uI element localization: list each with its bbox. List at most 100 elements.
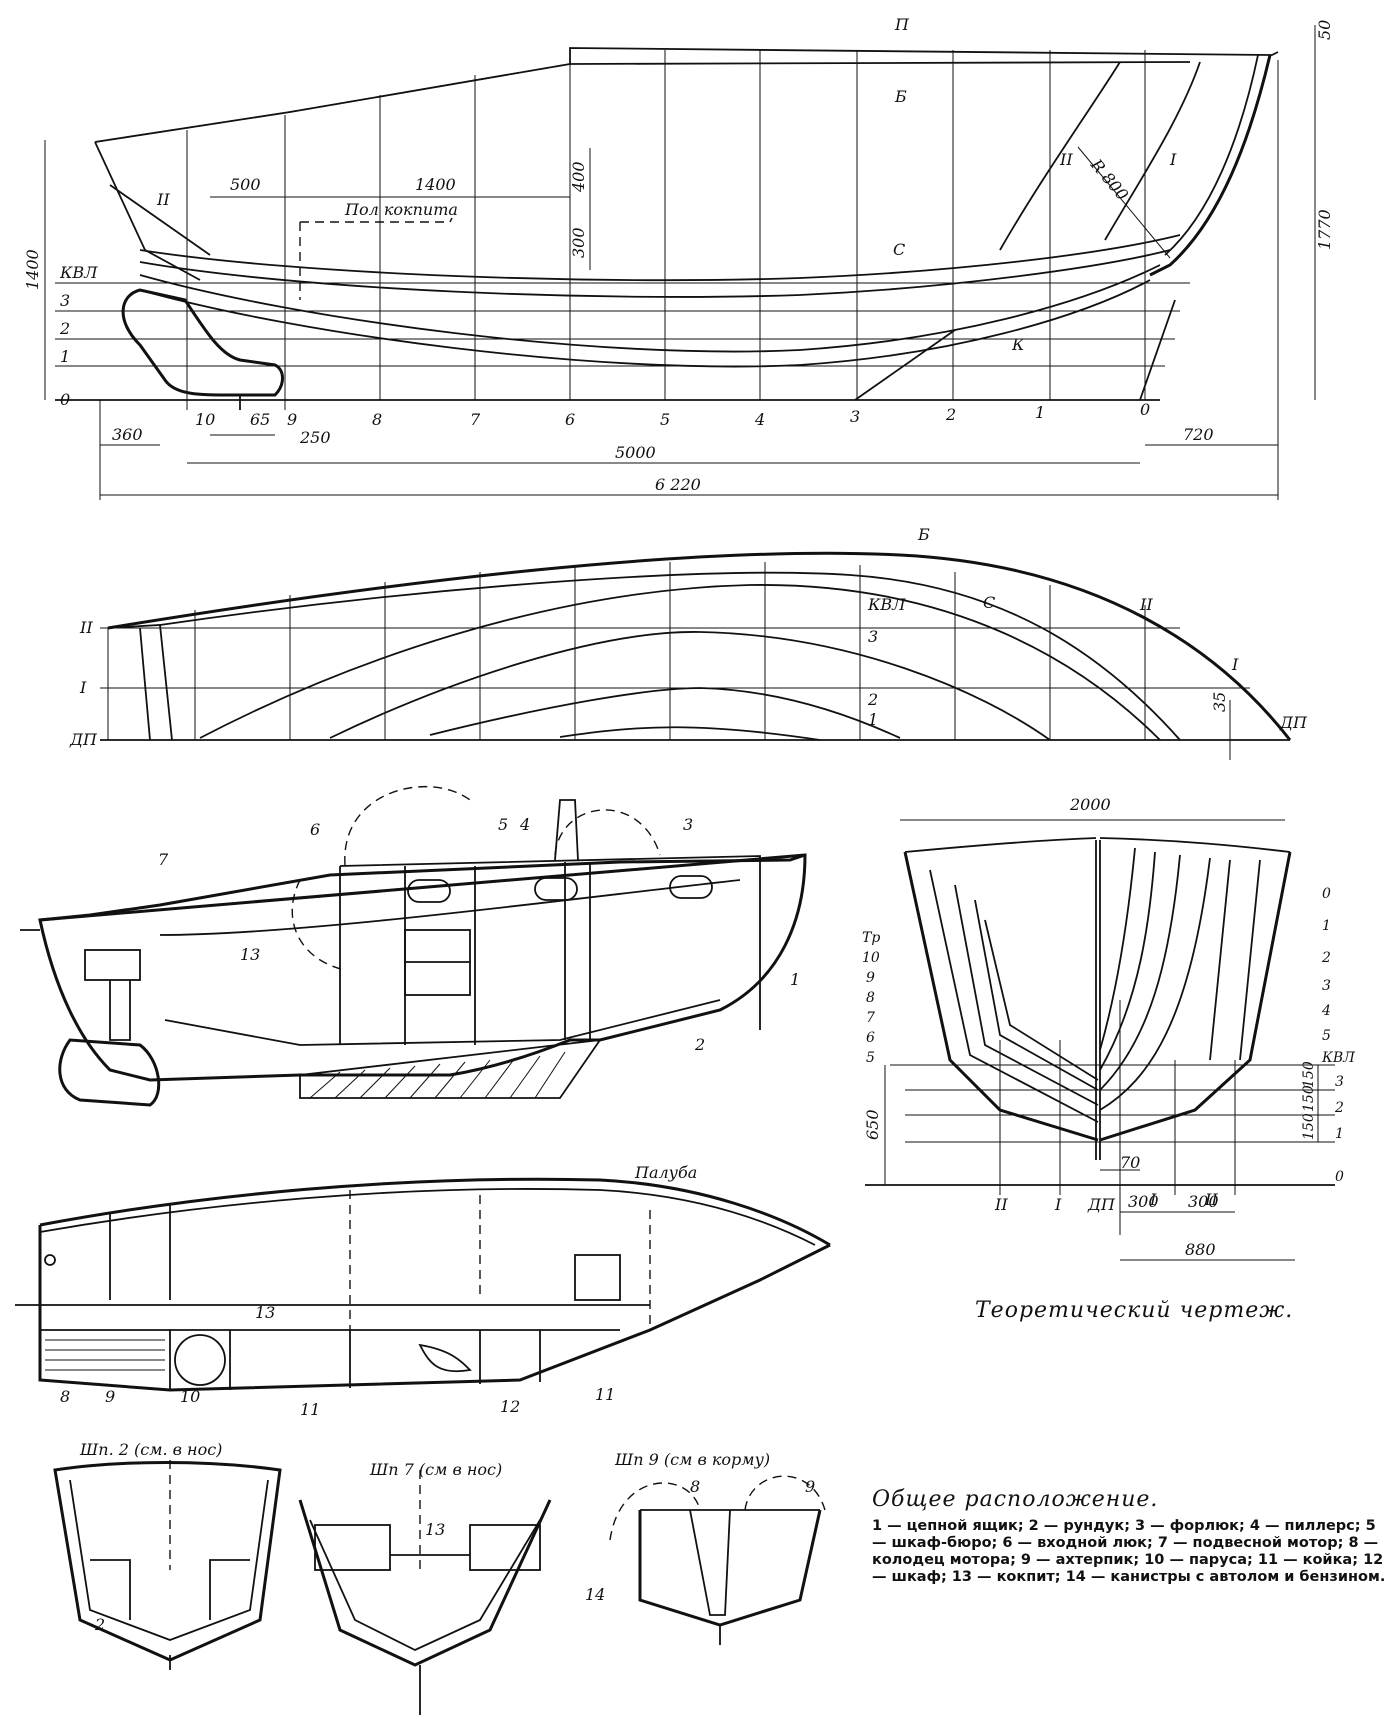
plan-i-left-label: I [79,678,87,697]
body-station-2: 2 [1321,950,1331,966]
plan-wl1-label: 1 [868,710,878,729]
arr-plan-13: 13 [255,1303,275,1322]
body-dim-2000: 2000 [1069,795,1111,814]
dim-500: 500 [230,175,261,194]
dim-65: 65 [250,410,270,429]
body-wl-2: 2 [1334,1100,1344,1116]
line-b-label: Б [894,87,907,106]
body-bottom-ii-left: II [994,1195,1008,1214]
section-frame-2 [53,1460,282,1670]
dim-6220: 6 220 [655,475,701,494]
section-7-title: Шп 7 (см в нос) [369,1460,502,1479]
wl-0-label: 0 [60,390,70,409]
section-9-title: Шп 9 (см в корму) [614,1450,770,1469]
arrangement-side-view [20,786,807,1107]
station-7-label: 7 [470,410,481,429]
station-2-label: 2 [945,405,956,424]
section-9-number-9: 9 [805,1477,815,1496]
arr-side-4: 4 [519,815,530,834]
waterlines [55,282,1190,401]
buttock-i-label: I [1169,150,1177,169]
dim-400: 400 [569,161,588,193]
station-3-label: 3 [850,407,860,426]
plan-wl3-label: 3 [868,627,878,646]
arr-plan-10: 10 [180,1387,200,1406]
wl-kvl-label: КВЛ [59,263,98,282]
body-station-5-right: 5 [1322,1028,1331,1044]
section-9-number-14: 14 [585,1585,605,1604]
section-7-number: 13 [425,1520,445,1539]
arr-plan-11a: 11 [300,1400,320,1419]
body-wl-0: 0 [1335,1169,1344,1185]
dim-1400: 1400 [415,175,456,194]
plan-i-right-label: I [1231,655,1239,674]
station-0-label: 0 [1140,400,1150,419]
arr-plan-11b: 11 [595,1385,615,1404]
dim-720: 720 [1183,425,1214,444]
section-2-title: Шп. 2 (см. в нос) [79,1440,222,1459]
body-station-5-left: 5 [866,1050,875,1066]
dim-50: 50 [1315,20,1334,40]
dim-360: 360 [112,425,143,444]
line-s-label: С [893,240,905,259]
wl-1-label: 1 [60,347,70,366]
body-station-3: 3 [1322,978,1331,994]
transom-ii-label: II [156,190,170,209]
station-10-label: 10 [195,410,215,429]
plan-s-label: С [983,593,995,612]
arr-side-1: 1 [790,970,800,989]
arr-side-6: 6 [310,820,320,839]
body-station-7: 7 [866,1010,875,1026]
cockpit-floor-label: Пол кокпита [344,200,458,219]
plan-dp-left-label: ДП [69,730,98,749]
body-bottom-ii-right: II [1204,1190,1218,1209]
body-dim-150b: 150 [1301,1085,1317,1112]
body-station-0: 0 [1322,886,1331,902]
arr-side-3: 3 [683,815,693,834]
station-8-label: 8 [372,410,382,429]
dim-5000: 5000 [615,443,656,462]
body-dim-150c: 150 [1301,1113,1317,1140]
body-wl-3: 3 [1335,1074,1344,1090]
plan-ii-right-label: II [1139,595,1153,614]
body-bottom-i-left: I [1054,1195,1062,1214]
body-station-1: 1 [1322,918,1331,934]
general-arrangement-caption: Общее расположение. [872,1487,1159,1512]
body-dim-70: 70 [1120,1153,1140,1172]
body-bottom-dp: ДП [1087,1195,1116,1214]
body-dim-650: 650 [863,1109,882,1140]
legend: 1 — цепной ящик; 2 — рундук; 3 — форлюк;… [872,1518,1386,1585]
half-breadth-plan [100,551,1292,760]
body-station-4: 4 [1321,1003,1331,1019]
body-station-8: 8 [866,990,875,1006]
deck-label: Палуба [634,1163,697,1182]
arr-side-2: 2 [694,1035,705,1054]
line-p-label: П [894,15,910,34]
body-station-10: 10 [862,950,880,966]
body-wl-kvl: КВЛ [1321,1050,1355,1066]
body-plan [865,819,1335,1261]
wl-3-label: 3 [60,291,70,310]
radius-label: R 800 [1086,155,1132,204]
arr-side-7: 7 [158,850,169,869]
arrangement-plan-view [15,1177,831,1392]
buttock-ii-label: II [1059,150,1073,169]
arr-side-5: 5 [498,815,508,834]
station-4-label: 4 [754,410,765,429]
body-station-9: 9 [866,970,875,986]
section-frame-7 [298,1470,552,1715]
arr-plan-8: 8 [60,1387,70,1406]
dim-1770: 1770 [1315,209,1334,250]
body-dim-880: 880 [1185,1240,1216,1259]
wl-2-label: 2 [59,319,70,338]
station-1-label: 1 [1035,403,1045,422]
plan-wl2-label: 2 [867,690,878,709]
body-dim-150a: 150 [1301,1061,1317,1088]
dim-1400-vertical: 1400 [23,249,42,290]
profile-dimension-lines [44,25,1316,500]
body-bottom-i-right: I [1149,1190,1157,1209]
station-5-label: 5 [660,410,670,429]
body-wl-1: 1 [1335,1126,1344,1142]
body-station-tr: Тр [862,930,880,946]
